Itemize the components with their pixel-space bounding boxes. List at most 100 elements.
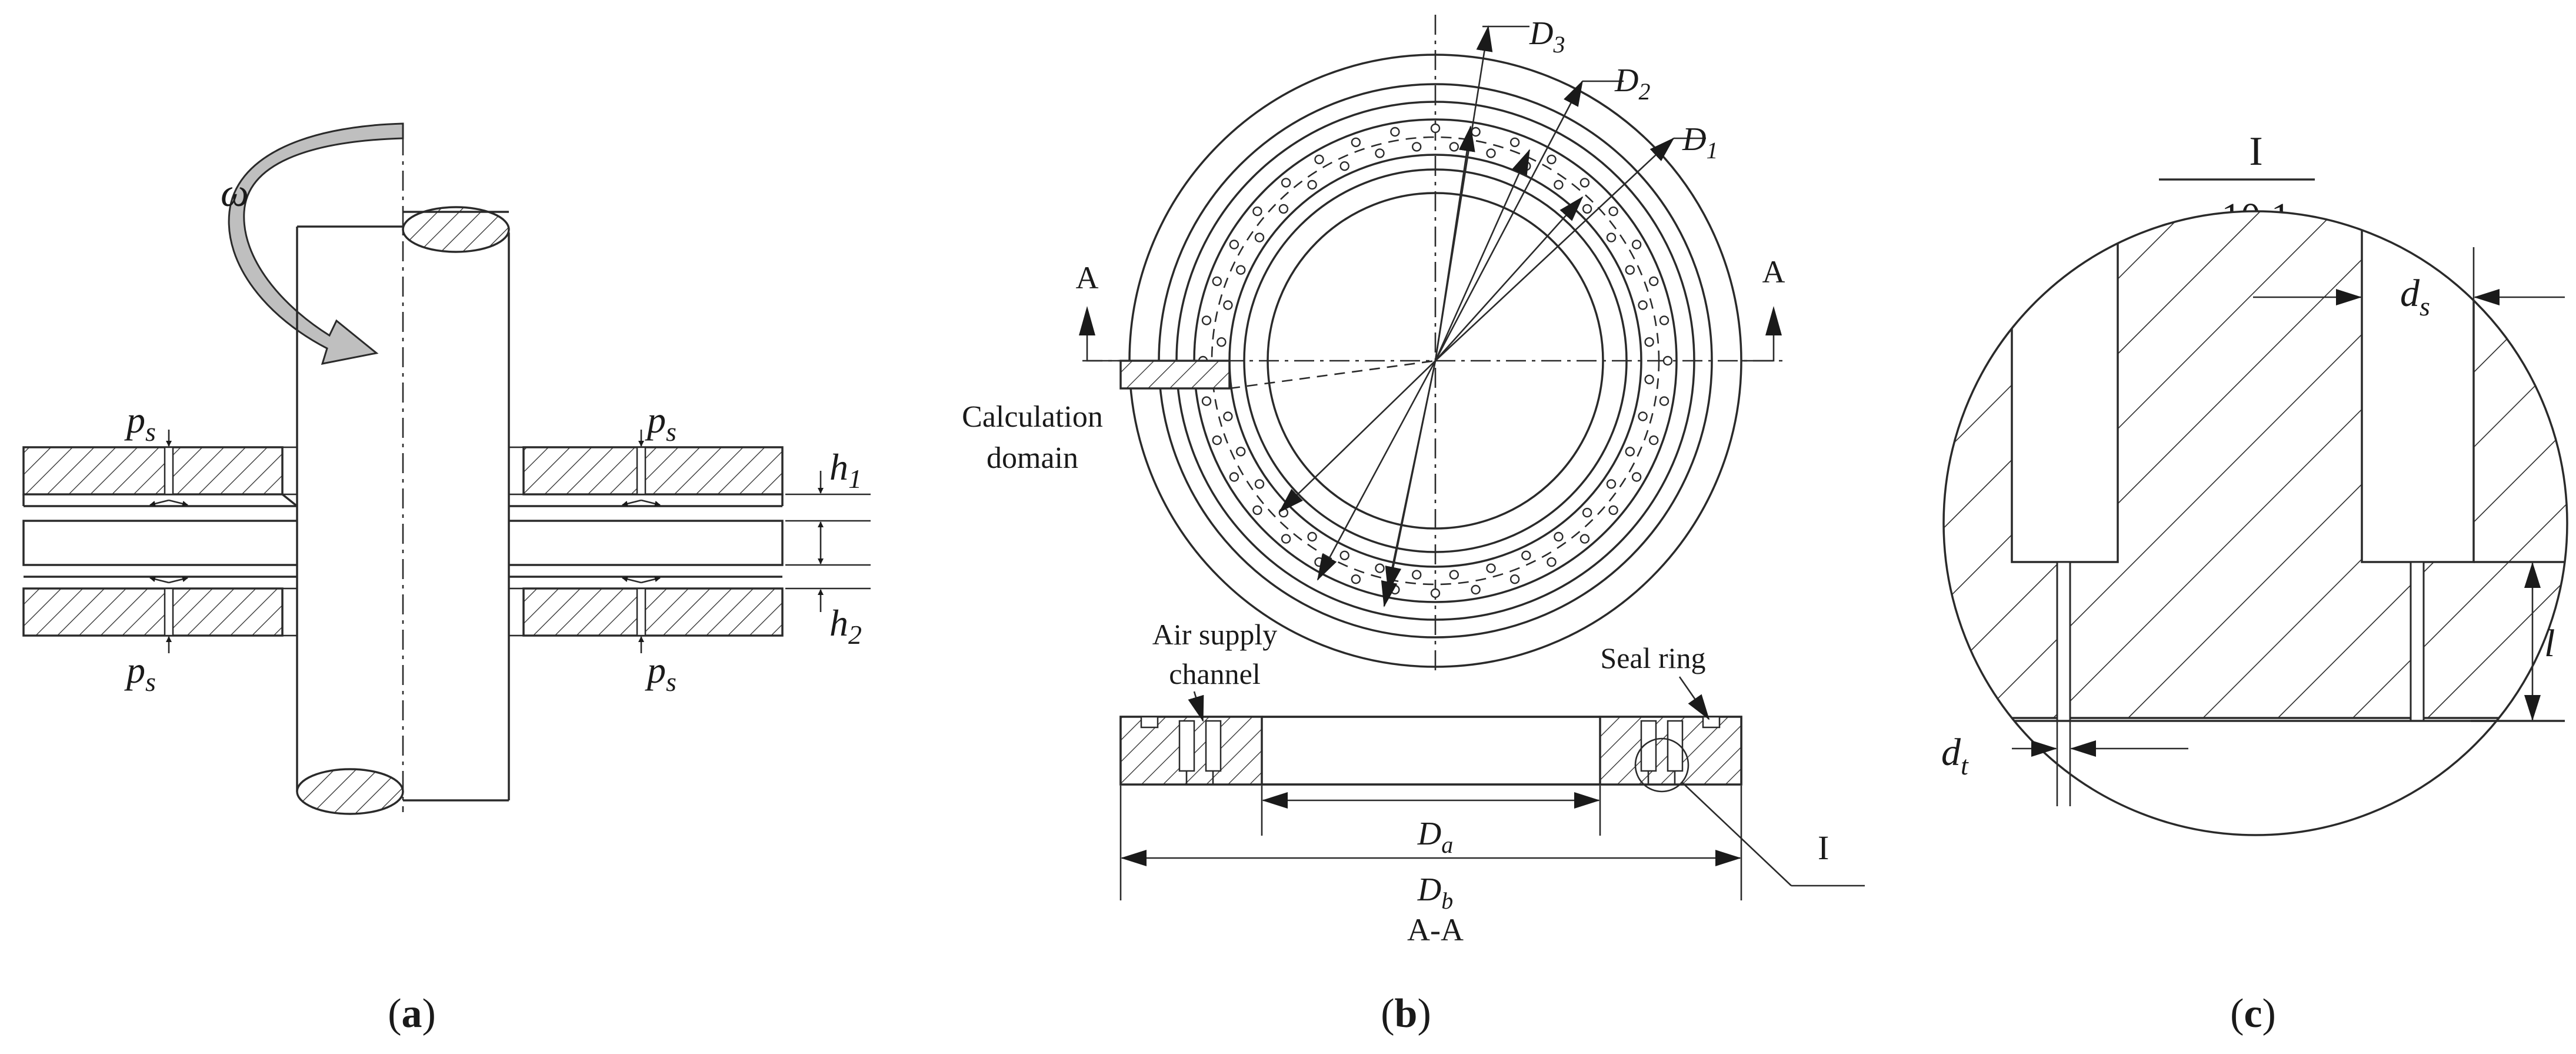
orifice-hole — [1254, 479, 1265, 489]
orifice-hole — [1229, 472, 1239, 482]
db-dimension — [1119, 786, 1742, 900]
orifice-hole — [1307, 531, 1317, 542]
ps-label-lower-right: ps — [645, 649, 677, 697]
caption-a: (a) — [388, 991, 436, 1036]
seal-ring-leader — [1678, 676, 1710, 720]
orifice-hole — [1411, 142, 1422, 152]
dt-dimension — [2012, 721, 2188, 806]
orifice-hole — [1201, 396, 1212, 406]
calc-domain-label-1: Calculation — [962, 400, 1103, 434]
da-dimension — [1261, 786, 1601, 836]
ds-label: ds — [2400, 272, 2430, 321]
orifice-hole — [1390, 127, 1400, 137]
orifice-hole — [1201, 315, 1212, 325]
orifice-hole — [1579, 178, 1590, 188]
orifice-hole — [1223, 411, 1233, 421]
rotation-arrow-icon — [228, 122, 404, 365]
svg-text:ps: ps — [124, 399, 156, 447]
orifice-hole — [1638, 300, 1648, 310]
orifice-hole — [1625, 265, 1635, 275]
d1-label: D1 — [1682, 121, 1718, 164]
orifice-hole — [1509, 574, 1520, 584]
orifice-hole — [1582, 204, 1592, 214]
orifice-hole — [1281, 178, 1291, 188]
l-label: l — [2544, 622, 2555, 665]
section-aa-label: A-A — [1407, 912, 1464, 947]
orifice-hole — [1449, 142, 1459, 152]
dt-label: dt — [1941, 731, 1969, 780]
orifice-hole — [1254, 232, 1265, 242]
upper-bearing-pads — [22, 446, 784, 507]
section-label-left: A — [1076, 260, 1099, 295]
orifice-hole — [1554, 179, 1564, 190]
orifice-hole — [1608, 505, 1618, 516]
thrust-disk — [22, 520, 784, 566]
orifice-hole — [1235, 447, 1246, 457]
da-label: Da — [1417, 816, 1453, 858]
orifice-hole — [1606, 479, 1617, 489]
d3-label: D3 — [1529, 15, 1565, 58]
diameter-leaders — [1278, 25, 1706, 607]
calculation-domain-sector — [1119, 360, 1436, 390]
orifice-hole — [1644, 374, 1654, 384]
air-supply-label-1: Air supply — [1152, 618, 1278, 651]
orifice-hole — [1662, 355, 1673, 366]
orifice-hole — [1430, 588, 1441, 599]
orifice-hole — [1648, 276, 1659, 287]
panel-c-detail-view: I 10:1 ds l — [1941, 129, 2568, 1036]
detail-circle — [1942, 210, 2568, 836]
orifice-hole — [1631, 472, 1642, 482]
supply-pressure-arrows — [149, 430, 661, 653]
orifice-hole — [1554, 531, 1564, 542]
section-label-right: A — [1762, 254, 1785, 290]
orifice-hole — [1659, 396, 1669, 406]
seal-ring-label: Seal ring — [1600, 641, 1705, 674]
air-supply-leader — [1188, 691, 1204, 722]
detail-mark-label: I — [1818, 829, 1829, 867]
orifice-hole — [1278, 507, 1289, 518]
orifice-hole — [1375, 148, 1385, 158]
ps-label-upper-left: ps — [124, 399, 156, 447]
calc-domain-label-2: domain — [987, 441, 1078, 475]
orifice-hole — [1235, 265, 1246, 275]
lower-bearing-pads — [22, 576, 784, 637]
orifice-hole — [1212, 276, 1222, 287]
orifice-hole — [1314, 154, 1324, 165]
orifice-hole — [1547, 154, 1557, 165]
orifice-hole — [1582, 507, 1592, 518]
orifice-hole — [1449, 570, 1459, 580]
orifice-hole — [1648, 435, 1659, 445]
orifice-hole — [1638, 411, 1648, 421]
orifice-hole — [1521, 550, 1531, 560]
omega-label: ω — [221, 170, 249, 215]
db-label: Db — [1417, 872, 1453, 914]
h1-label: h1 — [829, 446, 862, 494]
section-marker-left — [1079, 306, 1121, 362]
orifice-hole — [1314, 557, 1324, 567]
orifice-hole — [1339, 550, 1349, 560]
orifice-hole — [1644, 337, 1654, 347]
gap-dimensions — [785, 471, 871, 612]
orifice-hole — [1375, 563, 1385, 573]
svg-text:ps: ps — [645, 649, 677, 697]
orifice-hole — [1281, 534, 1291, 544]
orifice-hole — [1606, 232, 1617, 242]
shaft — [296, 135, 510, 815]
svg-text:ps: ps — [645, 399, 677, 447]
orifice-hole — [1223, 300, 1233, 310]
svg-text:ps: ps — [124, 649, 156, 697]
orifice-hole — [1547, 557, 1557, 567]
caption-b: (b) — [1381, 991, 1431, 1036]
orifice-hole — [1351, 137, 1361, 148]
orifice-hole — [1486, 148, 1496, 158]
panel-a-thrust-bearing: ω — [22, 122, 871, 1036]
orifice-hole — [1278, 204, 1289, 214]
section-marker-right — [1741, 306, 1782, 362]
orifice-hole — [1307, 179, 1317, 190]
orifice-hole — [1471, 584, 1481, 595]
orifice-hole — [1411, 570, 1422, 580]
orifice-hole — [1229, 240, 1239, 250]
orifice-hole — [1351, 574, 1361, 584]
